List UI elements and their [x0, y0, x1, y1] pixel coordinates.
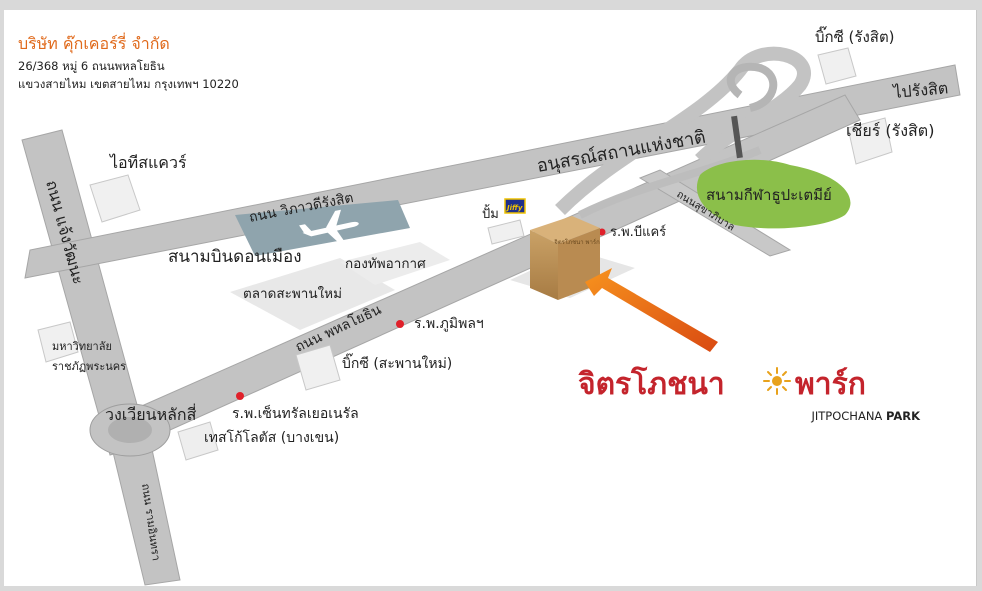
label-saphan-mai-market: ตลาดสะพานใหม่ [243, 285, 342, 302]
company-name: บริษัท คุ๊กเคอร์รี่ จำกัด [18, 32, 170, 54]
interchange-ramp [578, 146, 762, 219]
hospital-marker-bangkok-care [598, 228, 606, 236]
label-to-rangsit: ไปรังสิต [891, 78, 949, 102]
building-it-square [89, 174, 141, 223]
building-tesco [177, 421, 219, 461]
label-stadium: สนามกีฬาธูปะเตมีย์ [706, 186, 832, 204]
label-rajabhat-1: มหาวิทยาลัย [52, 340, 112, 353]
label-air-force: กองทัพอากาศ [345, 256, 426, 272]
saphan-mai-area [230, 258, 395, 330]
brand-english-bold: PARK [886, 409, 921, 423]
label-bangkok-care: ร.พ.บีแคร์ [610, 224, 666, 240]
airplane-icon [299, 209, 359, 243]
lak-si-center [108, 417, 152, 443]
label-rajabhat-2: ราชภัฏพระนคร [52, 360, 126, 373]
sun-logo-icon [763, 367, 791, 395]
brand-english: JITPOCHANA PARK [810, 409, 921, 423]
building-bigc-rangsit [817, 47, 857, 85]
company-address-2: แขวงสายไหม เขตสายไหม กรุงเทพฯ 10220 [18, 77, 239, 91]
label-it-square: ไอทีสแควร์ [108, 153, 187, 172]
label-jiffy: Jiffy [505, 204, 523, 212]
don-mueang-runway [235, 200, 410, 256]
building-bigc-saphanmai [295, 344, 341, 391]
building-seer-rangsit [847, 117, 893, 165]
brand-thai-left: จิตรโภชนา [578, 365, 725, 402]
brand-thai-right: พาร์ก [795, 367, 866, 402]
label-pump: ปั้ม [482, 204, 499, 222]
interchange-loop-outer [555, 46, 811, 215]
label-tesco: เทสโก้โลตัส (บางเขน) [204, 429, 339, 446]
label-seer-rangsit: เชียร์ (รังสิต) [846, 121, 934, 140]
label-central-hospital: ร.พ.เซ็นทรัลเยอเนรัล [232, 404, 359, 422]
jiffy-logo-icon [504, 198, 526, 214]
brand-english-prefix: JITPOCHANA [810, 409, 882, 423]
company-address-1: 26/368 หมู่ 6 ถนนพหลโยธิน [18, 59, 165, 73]
label-bigc-saphanmai: บิ๊กซี (สะพานใหม่) [342, 353, 452, 372]
label-bhumibol: ร.พ.ภูมิพลฯ [414, 316, 484, 332]
building-rajabhat [37, 321, 79, 363]
road-phahonyothin [109, 94, 861, 449]
area-pad-1 [340, 242, 450, 285]
location-arrow-icon [585, 268, 718, 352]
box-label: จิตรโภชนา พาร์ก [554, 238, 600, 246]
interchange-loop-inner [726, 62, 778, 112]
stadium-park [696, 159, 851, 229]
hospital-marker-central [236, 392, 244, 400]
label-lak-si: วงเวียนหลักสี่ [105, 403, 197, 424]
label-bigc-rangsit: บิ๊กซี (รังสิต) [815, 26, 895, 46]
monument-marker [731, 115, 743, 159]
label-don-mueang: สนามบินดอนเมือง [168, 247, 302, 267]
building-pump [487, 219, 525, 245]
hospital-marker-bhumibol [396, 320, 404, 328]
